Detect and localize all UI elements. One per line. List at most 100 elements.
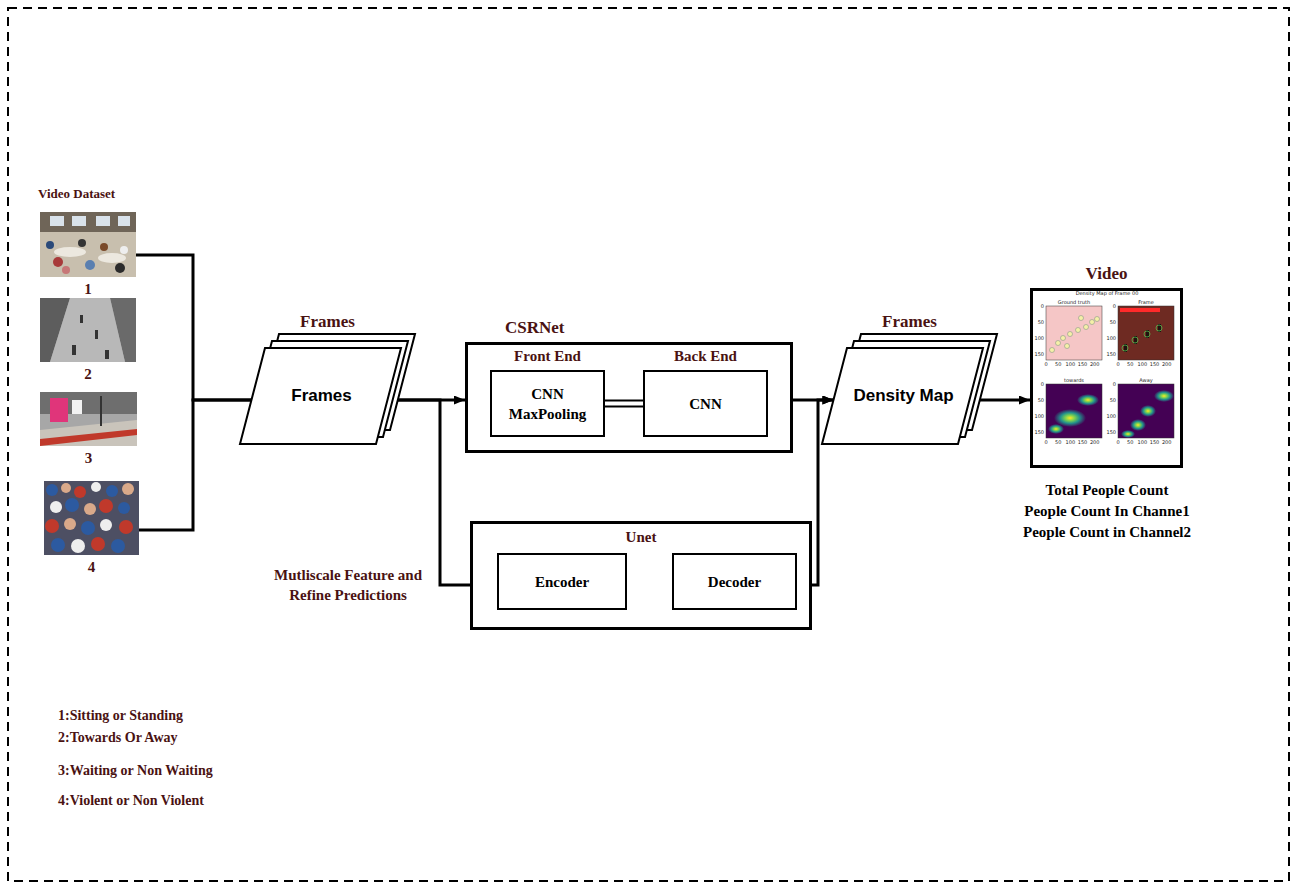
thumbnail-walkway-part [95,330,98,339]
tick-label: 50 [1122,361,1138,367]
thumbnail-cafeteria-part [85,260,95,270]
tick-label: 50 [1050,439,1066,445]
output-caption: People Count in Channel2 [1007,524,1207,541]
image-thumbnail: 2 [40,298,136,388]
ground-truth-plot-part [1076,328,1081,333]
thumbnail-cafeteria-part [72,216,86,226]
thumbnail-street-part [40,429,137,446]
tick-label: 50 [1050,361,1066,367]
thumbnail-cafeteria-part [54,247,86,257]
image-thumbnail: 1 [40,212,136,298]
plot-title: Ground truth [1034,299,1114,305]
thumbnail-walkway [40,298,136,362]
away-heatmap-part [1130,419,1146,431]
callout-number: 4 [44,558,139,576]
thumbnail-walkway-part [40,298,136,362]
output-video-box: Video [1030,288,1183,468]
frame-plot-part [1120,308,1160,312]
tick-label: 0 [1038,361,1054,367]
thumbnail-crowd [44,481,139,555]
tick-label: 150 [1075,439,1091,445]
thumbnail-cafeteria-part [40,212,136,277]
box-label: Frames [244,384,399,408]
away-heatmap [1118,384,1174,438]
thumbnail-crowd-part [65,498,79,512]
plot-title: Frame [1106,299,1186,305]
tick-label: 100 [1134,439,1150,445]
tick-label: 200 [1087,439,1103,445]
tick-label: 0 [1110,361,1126,367]
thumbnail-cafeteria-part [50,216,64,226]
callout-number: 1 [40,280,136,298]
annotation-text: Mutliscale Feature and Refine Prediction… [272,565,424,605]
plot-title: towards [1034,377,1114,383]
thumbnail-crowd-part [100,519,112,531]
frame-plot [1118,306,1174,360]
tick-label: 100 [1062,361,1078,367]
heading: Video [1033,263,1180,284]
thumbnail-crowd-part [118,502,130,514]
tick-label: 100 [1134,361,1150,367]
heading: Frames [240,312,415,332]
thumbnail-crowd-part [99,499,113,513]
thumbnail-walkway-part [80,315,83,323]
class-note: 3:Waiting or Non Waiting [58,763,213,779]
frame-stack: FramesFrames [240,334,415,444]
thumbnail-crowd-part [119,520,133,534]
towards-heatmap-part [1048,424,1064,434]
frame-plot-part [1122,345,1128,351]
output-caption: Total People Count [1007,482,1207,499]
tick-label: 100 [1102,335,1116,341]
thumbnail-crowd-part [74,486,86,498]
tick-label: 200 [1159,439,1175,445]
away-heatmap-part [1140,405,1156,417]
frame-sheet [829,341,990,437]
thumbnail-cafeteria-part [46,241,54,249]
thumbnail-crowd-part [45,519,59,533]
thumbnail-crowd-part [111,539,125,553]
thumbnail-cafeteria-part [53,257,63,267]
thumbnail-cafeteria-part [78,239,86,247]
process-box: Decoder [672,553,797,610]
connector-arrow [136,255,251,400]
ground-truth-plot [1046,306,1102,360]
process-box: Encoder [497,553,627,610]
tick-label: 100 [1030,413,1044,419]
thumbnail-cafeteria-part [115,263,125,273]
page-border [8,8,1289,881]
heading: Front End [492,347,603,366]
box-label: Density Map [826,384,981,408]
tick-label: 50 [1030,319,1044,325]
thumbnail-cafeteria-part [118,216,130,226]
frame-plot-part [1118,306,1174,360]
ground-truth-plot-part [1046,306,1102,360]
image-thumbnail: 3 [40,392,137,472]
thumbnail-street [40,392,137,446]
tick-label: 150 [1075,361,1091,367]
tick-label: 0 [1102,381,1116,387]
tick-label: 150 [1147,439,1163,445]
tick-label: 50 [1102,319,1116,325]
connector-arrow [969,399,1030,402]
class-note: 1:Sitting or Standing [58,708,183,724]
ground-truth-plot-part [1084,325,1089,330]
frame-stack-outline [822,334,997,444]
tick-label: 0 [1030,381,1044,387]
thumbnail-street-part [72,400,82,414]
process-box: Back EndCNN [643,370,768,437]
thumbnail-street-part [100,396,102,426]
tick-label: 150 [1147,361,1163,367]
away-heatmap-part [1121,430,1135,438]
thumbnail-street-part [40,420,137,446]
output-caption: People Count In Channe1 [1007,503,1207,520]
class-note: 2:Towards Or Away [58,730,178,746]
thumbnail-crowd-part [46,484,58,496]
tick-label: 150 [1102,351,1116,357]
tick-label: 200 [1159,361,1175,367]
tick-label: 0 [1030,303,1044,309]
frame-plot-part [1156,325,1162,331]
frame-sheet [836,334,997,430]
